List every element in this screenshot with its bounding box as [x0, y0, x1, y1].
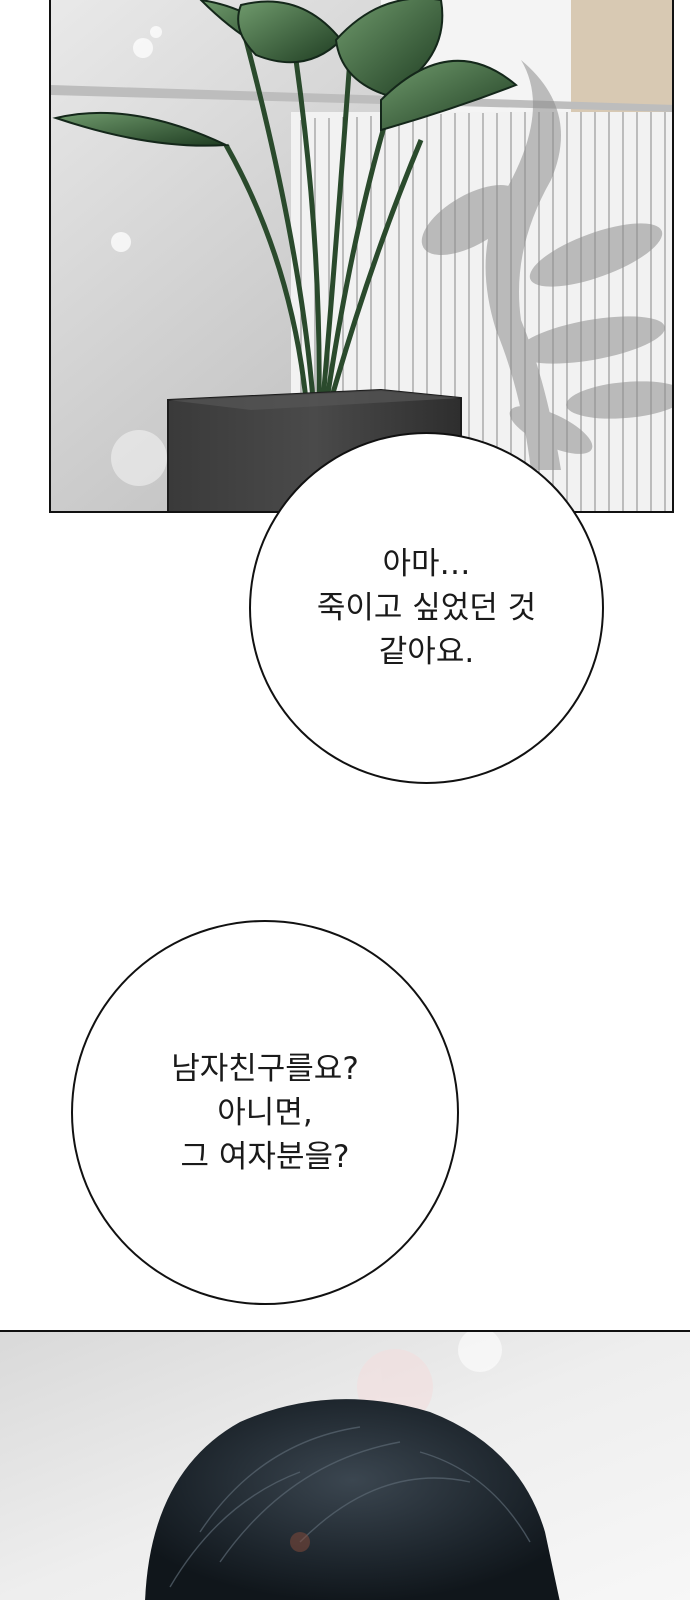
character-illustration [0, 1332, 690, 1600]
speech-bubble: 아마… 죽이고 싶었던 것 같아요. [249, 432, 604, 784]
bottom-panel [0, 1330, 690, 1600]
speech-line: 아마… [382, 546, 471, 582]
speech-line: 아니면, [217, 1094, 313, 1131]
speech-line: 같아요. [378, 634, 475, 670]
speech-bubble: 남자친구를요? 아니면, 그 여자분을? [71, 920, 459, 1305]
speech-line: 남자친구를요? [171, 1050, 359, 1087]
plant-illustration [51, 0, 672, 511]
top-panel [49, 0, 674, 513]
speech-line: 그 여자분을? [180, 1138, 350, 1175]
speech-line: 죽이고 싶었던 것 [316, 590, 537, 626]
